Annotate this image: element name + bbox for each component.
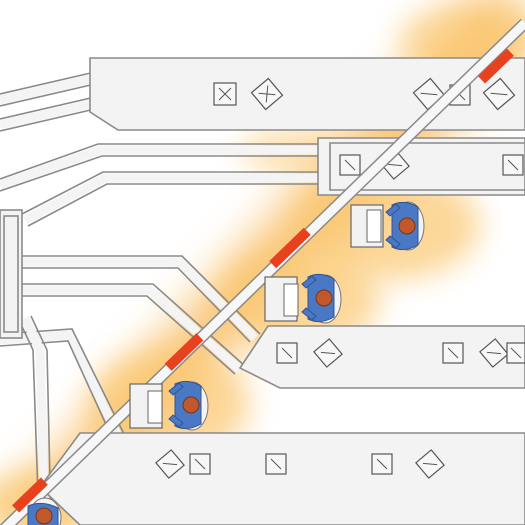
- ceiling-box-icon: [415, 449, 445, 479]
- light-bar: [269, 227, 311, 269]
- ceiling-box-icon: [313, 338, 343, 368]
- workstation-4: [27, 497, 62, 525]
- ceiling-box-icon: [213, 82, 237, 106]
- keyboard-icon: [283, 283, 299, 317]
- beam-bottom: [38, 432, 525, 525]
- ceiling-box-icon: [442, 342, 464, 364]
- keyboard-icon: [147, 390, 163, 424]
- ceiling-box-icon: [250, 77, 284, 111]
- left-rails: [0, 71, 320, 525]
- person-icon: [301, 273, 342, 324]
- ceiling-box-icon: [265, 453, 287, 475]
- ceiling-box-icon: [371, 453, 393, 475]
- ceiling-box-icon: [502, 154, 524, 176]
- ceiling-box-icon: [479, 338, 509, 368]
- beam-middle: [238, 325, 525, 389]
- ceiling-box-icon: [155, 449, 185, 479]
- ceiling-box-icon: [482, 77, 516, 111]
- person-icon: [168, 380, 209, 431]
- ceiling-boxes: [155, 77, 525, 479]
- workstation-2: [264, 273, 342, 324]
- light-bar: [164, 333, 204, 371]
- ceiling-beams: [38, 57, 525, 525]
- ceiling-lights: [12, 48, 514, 513]
- beam-top: [89, 57, 525, 131]
- workstation-1: [350, 201, 425, 251]
- ceiling-box-icon: [506, 342, 525, 364]
- light-bar: [12, 477, 48, 513]
- ceiling-box-icon: [189, 453, 211, 475]
- ceiling-box-icon: [339, 154, 361, 176]
- person-icon: [27, 497, 62, 525]
- light-bar: [478, 48, 514, 84]
- person-icon: [385, 201, 425, 251]
- left-post-inner: [3, 215, 19, 333]
- ceiling-box-icon: [276, 342, 298, 364]
- keyboard-icon: [366, 209, 382, 243]
- workstation-3: [129, 380, 209, 431]
- lighting-track: [0, 18, 525, 525]
